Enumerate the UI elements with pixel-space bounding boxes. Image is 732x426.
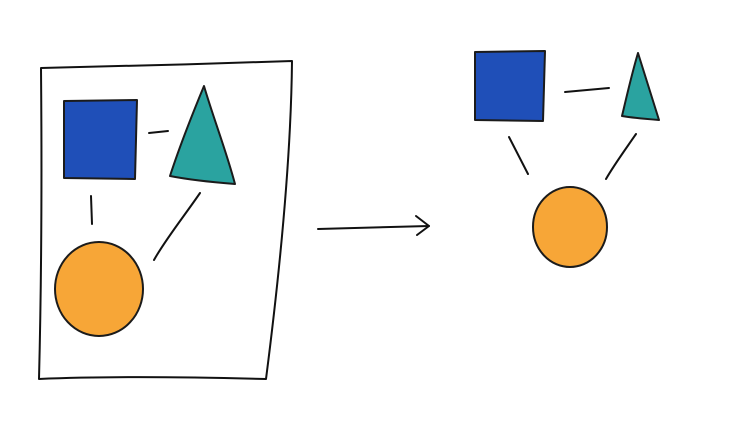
left-group bbox=[38, 60, 293, 380]
right-connector-triangle-circle bbox=[605, 133, 637, 180]
left-frame bbox=[38, 60, 293, 380]
left-square-icon bbox=[63, 99, 138, 180]
left-circle-icon bbox=[54, 241, 144, 337]
right-circle-icon bbox=[532, 186, 608, 268]
right-connector-square-triangle bbox=[564, 87, 610, 93]
right-connector-square-circle bbox=[508, 136, 529, 175]
left-connector-square-circle bbox=[90, 195, 93, 225]
left-connector-square-triangle bbox=[148, 130, 169, 134]
right-group bbox=[474, 50, 660, 268]
left-triangle-icon bbox=[169, 85, 236, 185]
arrow-right-icon bbox=[317, 215, 430, 236]
right-square-icon bbox=[474, 50, 546, 122]
left-connector-triangle-circle bbox=[153, 192, 201, 261]
arrow-shaft bbox=[317, 225, 430, 230]
arrow-head bbox=[415, 215, 430, 236]
right-triangle-icon bbox=[621, 52, 660, 121]
